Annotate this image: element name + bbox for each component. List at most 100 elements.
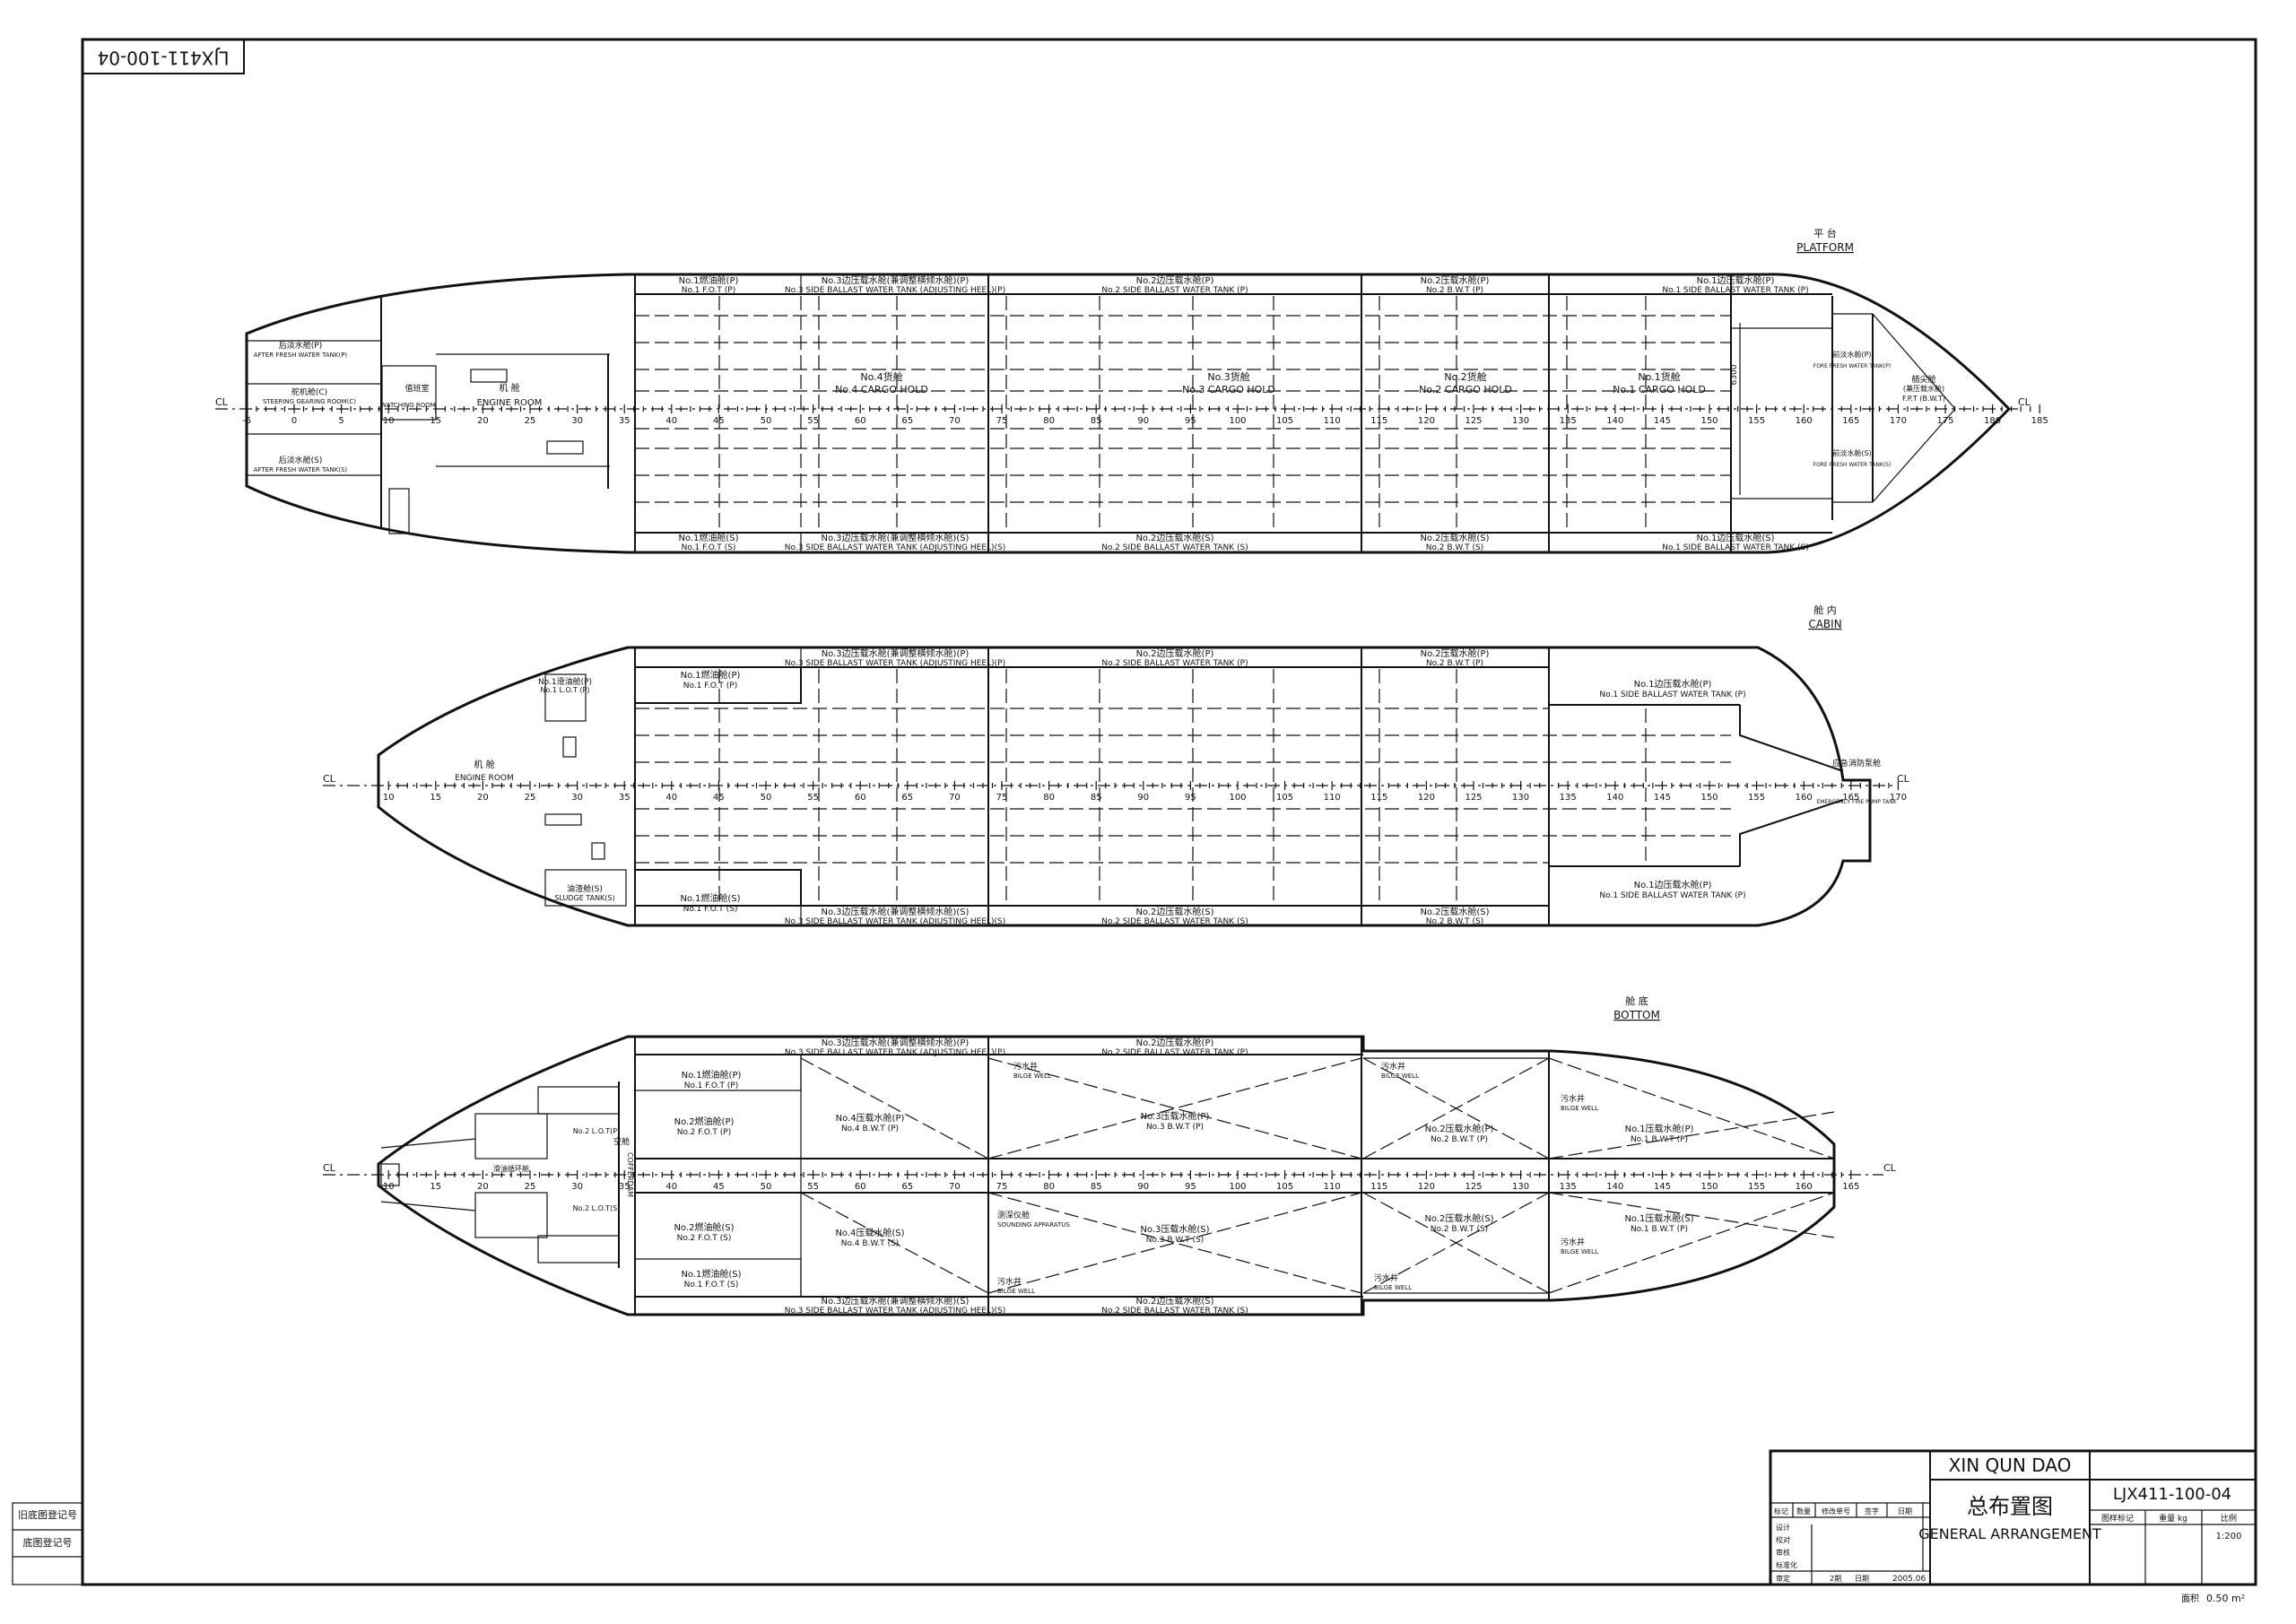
role-design: 设计 <box>1776 1523 1790 1532</box>
cabin-title-cn: 舱 内 <box>1813 604 1837 616</box>
b-cofferdam: COFFERDAM <box>626 1152 634 1197</box>
frame-label: 125 <box>1465 1182 1482 1192</box>
frame-label: 50 <box>761 416 772 426</box>
p-hold4-cn: No.4货舱 <box>860 370 902 383</box>
p-bwt2-s-cn: No.2边压载水舱(S) <box>1135 532 1213 543</box>
frame-label: 25 <box>525 1182 536 1192</box>
date-label: 日期 <box>1855 1575 1869 1583</box>
frame-label: 165 <box>1842 416 1859 426</box>
cabin-cl-left: CL <box>323 773 336 785</box>
b-bwt3-s-cn: No.3压载水舱(S) <box>1140 1223 1209 1235</box>
drawing-number-rotated: LJX411-100-04 <box>98 48 230 69</box>
p-fore-fw-p-cn: 前淡水舱(P) <box>1832 350 1871 359</box>
b-bwt4-p-cn: No.4压载水舱(P) <box>836 1112 905 1124</box>
frame-label: 170 <box>1890 793 1907 803</box>
c-bwt2b-s-en: No.2 B.W.T (S) <box>1426 917 1483 926</box>
frame-label: 140 <box>1606 793 1623 803</box>
stage: 2期 <box>1830 1575 1841 1583</box>
b-void: 空舱 <box>613 1136 630 1147</box>
p-aft-fw-p-en: AFTER FRESH WATER TANK(P) <box>254 352 348 359</box>
frame-label: 130 <box>1512 1182 1529 1192</box>
frame-label: 50 <box>761 793 772 803</box>
p-bwt2-p-en: No.2 SIDE BALLAST WATER TANK (P) <box>1101 286 1248 295</box>
frame-label: 180 <box>1984 416 2001 426</box>
frame-label: 115 <box>1370 793 1387 803</box>
frame-label: 65 <box>901 1182 913 1192</box>
b-bwt1-s-cn: No.1压载水舱(S) <box>1624 1212 1693 1224</box>
frame-label: 20 <box>477 793 489 803</box>
b-bwt1-s-en: No.1 B.W.T (P) <box>1631 1225 1688 1234</box>
p-bwt1-p-cn: No.1边压载水舱(P) <box>1697 274 1775 286</box>
frame-label: 45 <box>713 793 725 803</box>
frame-label: 155 <box>1748 1182 1765 1192</box>
b-bilge-2-en: BILGE WELL <box>1381 1073 1419 1080</box>
drawing-border <box>81 38 2257 1586</box>
frame-label: 55 <box>807 416 819 426</box>
p-fore-fw-s-en: FORE FRESH WATER TANK(S) <box>1813 462 1892 468</box>
area-label: 面积 <box>2181 1594 2199 1604</box>
b-fot2-p-cn: No.2燃油舱(P) <box>674 1116 735 1127</box>
frame-label: 75 <box>996 793 1008 803</box>
frame-label: 120 <box>1418 416 1435 426</box>
b-bwt3-p-en: No.3 B.W.T (P) <box>1146 1123 1204 1132</box>
frame-label: 125 <box>1465 416 1482 426</box>
b-fot1-p-en: No.1 F.O.T (P) <box>684 1081 739 1090</box>
register-labels: 旧底图登记号 底图登记号 <box>12 1502 83 1585</box>
p-hold3-en: No.3 CARGO HOLD <box>1182 384 1275 395</box>
frame-label: 80 <box>1043 793 1055 803</box>
frame-label: 110 <box>1324 1182 1341 1192</box>
p-bwt1-s-en: No.1 SIDE BALLAST WATER TANK (S) <box>1662 543 1809 552</box>
frame-label: 160 <box>1796 793 1813 803</box>
c-efp-cn: 应急消防泵舱 <box>1832 758 1881 769</box>
frame-label: 55 <box>807 1182 819 1192</box>
frame-label: 55 <box>807 793 819 803</box>
frame-label: 150 <box>1700 793 1718 803</box>
b-lubeoil: 滑油循环舱 <box>493 1164 529 1173</box>
c-bwt2b-p-cn: No.2压载水舱(P) <box>1421 647 1490 659</box>
p-fpt-en: F.P.T (B.W.T) <box>1902 395 1945 403</box>
frame-label: 20 <box>477 416 489 426</box>
title-drawing-no: LJX411-100-04 <box>2113 1485 2231 1504</box>
frame-label: 35 <box>619 1182 631 1192</box>
b-bilge-6-cn: 污水井 <box>1374 1272 1398 1283</box>
col-weight: 重量 kg <box>2159 1513 2187 1524</box>
bottom-title-cn: 舱 底 <box>1625 994 1648 1007</box>
b-bilge-1-en: BILGE WELL <box>1013 1073 1051 1080</box>
frame-label: 115 <box>1370 416 1387 426</box>
frame-label: 75 <box>996 1182 1008 1192</box>
frame-label: 45 <box>713 416 725 426</box>
p-fot1-s-en: No.1 F.O.T (S) <box>682 543 736 552</box>
p-hold3-cn: No.3货舱 <box>1207 370 1249 383</box>
frame-label: 35 <box>619 416 631 426</box>
frame-label: 40 <box>665 416 677 426</box>
frame-label: 70 <box>949 793 961 803</box>
b-sound-en: SOUNDING APPARATUS <box>997 1221 1070 1229</box>
frame-label: 175 <box>1936 416 1953 426</box>
b-bwt2-side-s-cn: No.2边压载水舱(S) <box>1135 1295 1213 1307</box>
b-fot1-s-en: No.1 F.O.T (S) <box>684 1281 739 1290</box>
bottom-hull-outline <box>377 1035 1836 1316</box>
b-bilge-1-cn: 污水井 <box>1013 1061 1038 1072</box>
frame-label: 45 <box>713 1182 725 1192</box>
frame-label: -5 <box>242 416 251 426</box>
col-mark: 图样标记 <box>2101 1513 2134 1524</box>
p-bwt2b-p-cn: No.2压载水舱(P) <box>1421 274 1490 286</box>
frame-label: 15 <box>430 1182 441 1192</box>
b-fot1-s-cn: No.1燃油舱(S) <box>681 1268 741 1280</box>
p-bwt3-s-en: No.3 SIDE BALLAST WATER TANK (ADJUSTING … <box>785 543 1005 552</box>
frame-label: 10 <box>383 793 395 803</box>
frame-label: 95 <box>1185 793 1196 803</box>
b-bwt3-side-p-en: No.3 SIDE BALLAST WATER TANK (ADJUSTING … <box>785 1048 1005 1057</box>
frame-label: 135 <box>1560 1182 1577 1192</box>
frame-label: 105 <box>1276 1182 1293 1192</box>
p-hold4-en: No.4 CARGO HOLD <box>835 384 928 395</box>
frame-label: 90 <box>1137 1182 1149 1192</box>
b-bilge-2-cn: 污水井 <box>1381 1061 1405 1072</box>
b-bwt2-side-p-cn: No.2边压载水舱(P) <box>1136 1037 1214 1048</box>
cabin-cl-right: CL <box>1897 773 1910 785</box>
p-bwt3-s-cn: No.3边压载水舱(兼调整横倾水舱)(S) <box>822 532 970 543</box>
hdr-sign: 签字 <box>1865 1507 1879 1515</box>
b-bwt2-side-p-en: No.2 SIDE BALLAST WATER TANK (P) <box>1101 1048 1248 1057</box>
c-sbwt1-s-en: No.1 SIDE BALLAST WATER TANK (P) <box>1599 891 1745 900</box>
